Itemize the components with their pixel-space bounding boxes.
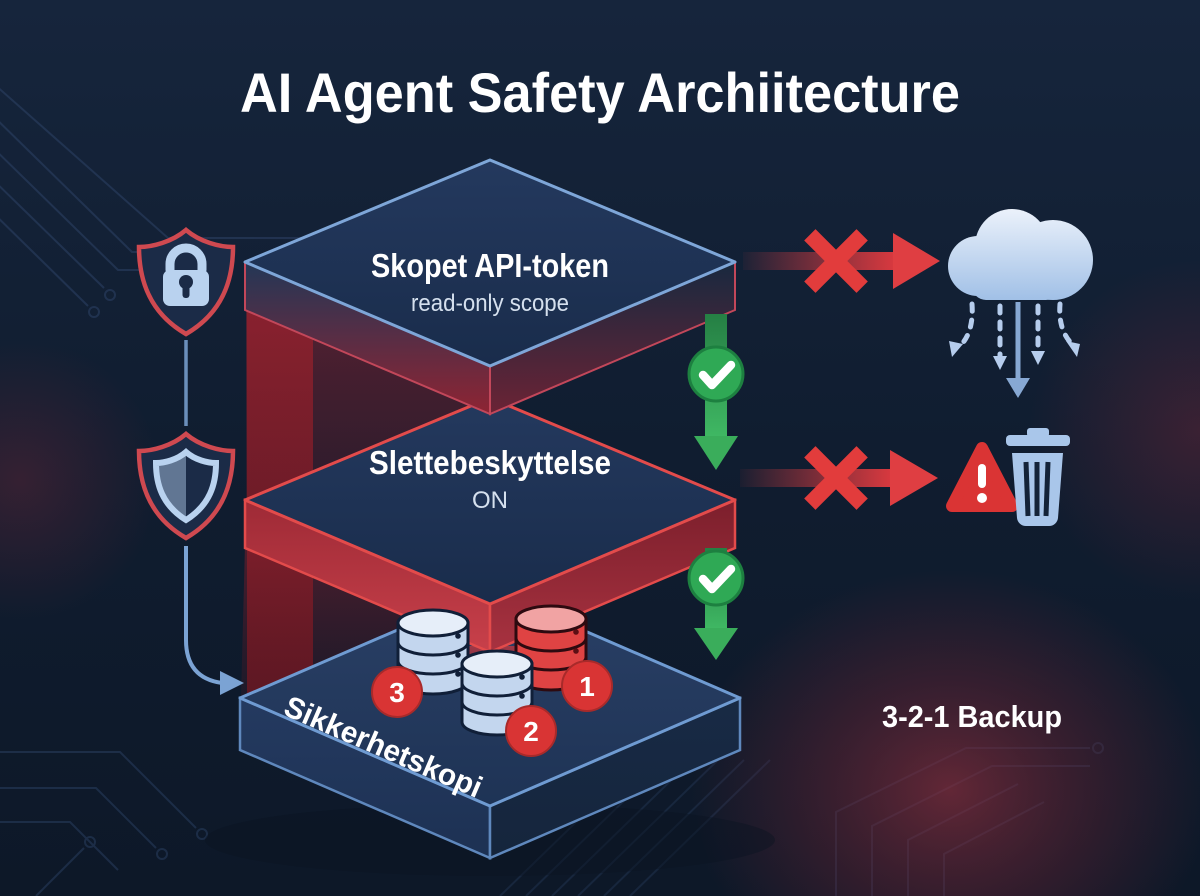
warning-icon xyxy=(946,442,1018,512)
badge-1: 1 xyxy=(561,660,613,712)
badge-2-number: 2 xyxy=(523,716,539,747)
layer-delete-protection-sublabel: ON xyxy=(472,487,508,514)
check-icon xyxy=(698,564,736,594)
badge-3: 3 xyxy=(371,666,423,718)
layer-api-token-label: Skopet API-token xyxy=(371,247,609,284)
badge-2: 2 xyxy=(505,705,557,757)
check-circle xyxy=(687,549,745,607)
arrow-head xyxy=(694,628,738,660)
down-arrow-head xyxy=(1006,378,1030,398)
red-glow-bottom-right xyxy=(690,570,1200,896)
badge-3-number: 3 xyxy=(389,677,405,708)
curved-arrow-to-backup xyxy=(184,546,244,695)
inner-shield-half xyxy=(156,452,186,520)
rain-arrow-heads xyxy=(949,341,1080,370)
lock-icon xyxy=(163,243,209,306)
layer-api-token: Skopet API-token read-only scope xyxy=(243,158,737,416)
layer-api-token-sublabel: read-only scope xyxy=(411,290,569,317)
shield-icon xyxy=(136,431,236,541)
circuit-traces-bottom-left xyxy=(0,751,208,896)
check-arrow-1 xyxy=(687,314,745,470)
check-circle xyxy=(687,345,745,403)
rain-dashes xyxy=(957,301,1075,359)
red-glow-left xyxy=(0,340,160,620)
arrow-head xyxy=(694,436,738,470)
database-copy-3 xyxy=(396,608,470,696)
blocked-arrow-1 xyxy=(743,229,940,293)
page-title: AI Agent Safety Archiitecture xyxy=(240,61,960,124)
top-face xyxy=(243,158,737,368)
arrow-head xyxy=(220,671,244,695)
cloud-exfiltration-icon xyxy=(948,209,1093,398)
backup-caption: 3-2-1 Backup xyxy=(882,699,1062,734)
badge-1-number: 1 xyxy=(579,671,595,702)
check-icon xyxy=(698,360,736,390)
x-icon xyxy=(804,446,868,510)
layer-delete-protection-label: Slettebeskyttelse xyxy=(369,444,611,481)
trash-icon xyxy=(1006,428,1070,527)
x-icon xyxy=(804,229,868,293)
blocked-arrow-2 xyxy=(740,446,938,510)
check-arrow-2 xyxy=(687,548,745,660)
arrow-head xyxy=(893,233,940,289)
lock-shield-icon xyxy=(136,227,236,337)
arrow-head xyxy=(890,450,938,506)
top-face xyxy=(243,396,737,606)
red-glow-right xyxy=(1030,260,1200,600)
inner-shield-outline xyxy=(152,447,220,524)
